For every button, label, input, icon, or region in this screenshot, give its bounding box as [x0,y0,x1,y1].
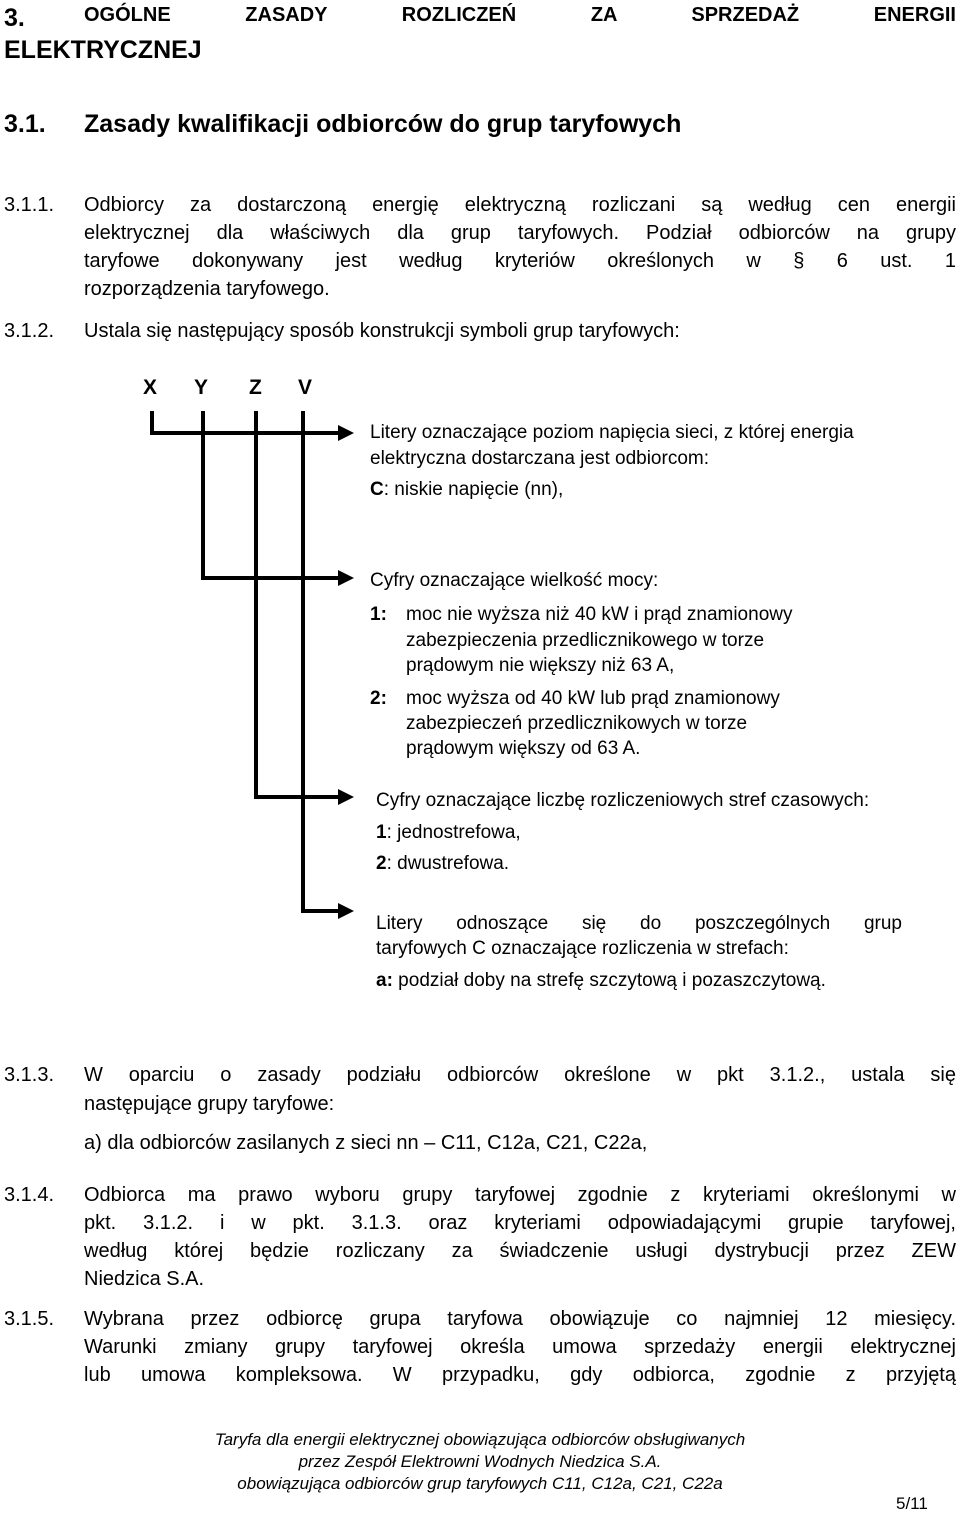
p313-line2: następujące grupy taryfowe: [84,1093,335,1115]
desc-y-item2-line3: prądowym większy od 63 A. [406,738,641,759]
connector-z [254,411,340,799]
p311-line2: elektrycznej dla właściwych dla grup tar… [84,222,956,244]
p314-line1: Odbiorca ma prawo wyboru grupy taryfowej… [84,1184,956,1206]
symbol-letter-y: Y [194,376,209,399]
desc-y-item1-line3: prądowym nie większy niż 63 A, [406,655,675,676]
desc-v-line1: Litery odnoszące się do poszczególnych g… [376,913,902,934]
connector-y [201,411,340,580]
desc-y-item1-key: 1: [370,604,387,625]
desc-v-line2: taryfowych C oznaczające rozliczenia w s… [376,938,789,959]
desc-y-intro: Cyfry oznaczające wielkość mocy: [370,570,659,591]
section-title: Zasady kwalifikacji odbiorców do grup ta… [84,110,682,138]
symbol-letter-v: V [298,376,313,399]
desc-x-item-text: : niskie napięcie (nn), [383,479,564,500]
desc-x-line2: elektryczna dostarczana jest odbiorcom: [370,448,709,469]
p313-line1: W oparciu o zasady podziału odbiorców ok… [84,1064,956,1086]
footer-line3: obowiązująca odbiorców grup taryfowych C… [237,1474,723,1493]
connector-x [150,411,340,435]
desc-z-intro: Cyfry oznaczające liczbę rozliczeniowych… [376,790,870,811]
section-number: 3.1. [4,110,46,138]
connector-v [301,411,340,913]
p314-line2: pkt. 3.1.2. i w pkt. 3.1.3. oraz kryteri… [84,1212,956,1234]
desc-v-item-text: podział doby na strefę szczytową i pozas… [392,970,826,991]
desc-z-item2-key: 2 [376,853,387,874]
desc-z-item1-text: : jednostrefowa, [386,822,521,843]
desc-x-line1: Litery oznaczające poziom napięcia sieci… [370,422,854,443]
p314-number: 3.1.4. [4,1184,55,1206]
p311-line3: taryfowe dokonywany jest według kryterió… [84,250,956,272]
p314-line3: według której będzie rozliczany za świad… [84,1240,956,1262]
desc-y-item1-line2: zabezpieczenia przedlicznikowego w torze [406,630,765,651]
arrow-z [338,789,354,805]
desc-z-item1: 1: jednostrefowa, [376,822,521,844]
symbol-letter-z: Z [249,376,262,399]
chapter-number: 3. [4,4,25,32]
p311-line1: Odbiorcy za dostarczoną energię elektryc… [84,194,956,216]
p314-line4: Niedzica S.A. [84,1268,205,1290]
footer-line2: przez Zespół Elektrowni Wodnych Niedzica… [298,1452,662,1471]
p313-item: a) dla odbiorców zasilanych z sieci nn –… [84,1132,648,1154]
footer-line1: Taryfa dla energii elektrycznej obowiązu… [214,1430,746,1449]
desc-y-item1-line1: moc nie wyższa niż 40 kW i prąd znamiono… [406,604,793,625]
chapter-title-line2: ELEKTRYCZNEJ [4,36,202,64]
p315-line3: lub umowa kompleksowa. W przypadku, gdy … [84,1364,956,1386]
chapter-title-line1: OGÓLNE ZASADY ROZLICZEŃ ZA SPRZEDAŻ ENER… [84,4,956,26]
arrow-x [338,425,354,441]
desc-y-item2-key: 2: [370,688,387,709]
arrow-v [338,903,354,919]
desc-x-item-key: C [370,479,384,500]
p313-number: 3.1.3. [4,1064,55,1086]
symbol-letter-x: X [143,376,158,399]
desc-y-item2-line2: zabezpieczeń przedlicznikowych w torze [406,713,748,734]
p315-number: 3.1.5. [4,1308,55,1330]
p315-line2: Warunki zmiany grupy taryfowej określa u… [84,1336,956,1358]
desc-v-item: a: podział doby na strefę szczytową i po… [376,970,826,992]
page-number: 5/11 [896,1494,928,1513]
p311-number: 3.1.1. [4,194,55,216]
p312-number: 3.1.2. [4,320,55,342]
desc-z-item2-text: : dwustrefowa. [386,853,510,874]
desc-v-item-key: a: [376,970,393,991]
desc-z-item1-key: 1 [376,822,387,843]
desc-z-item2: 2: dwustrefowa. [376,853,509,875]
p312-text: Ustala się następujący sposób konstrukcj… [84,320,680,342]
p315-line1: Wybrana przez odbiorcę grupa taryfowa ob… [84,1308,956,1330]
arrow-y [338,570,354,586]
desc-y-item2-line1: moc wyższa od 40 kW lub prąd znamionowy [406,688,780,709]
desc-x-item: C: niskie napięcie (nn), [370,479,563,501]
p311-line4: rozporządzenia taryfowego. [84,278,330,300]
